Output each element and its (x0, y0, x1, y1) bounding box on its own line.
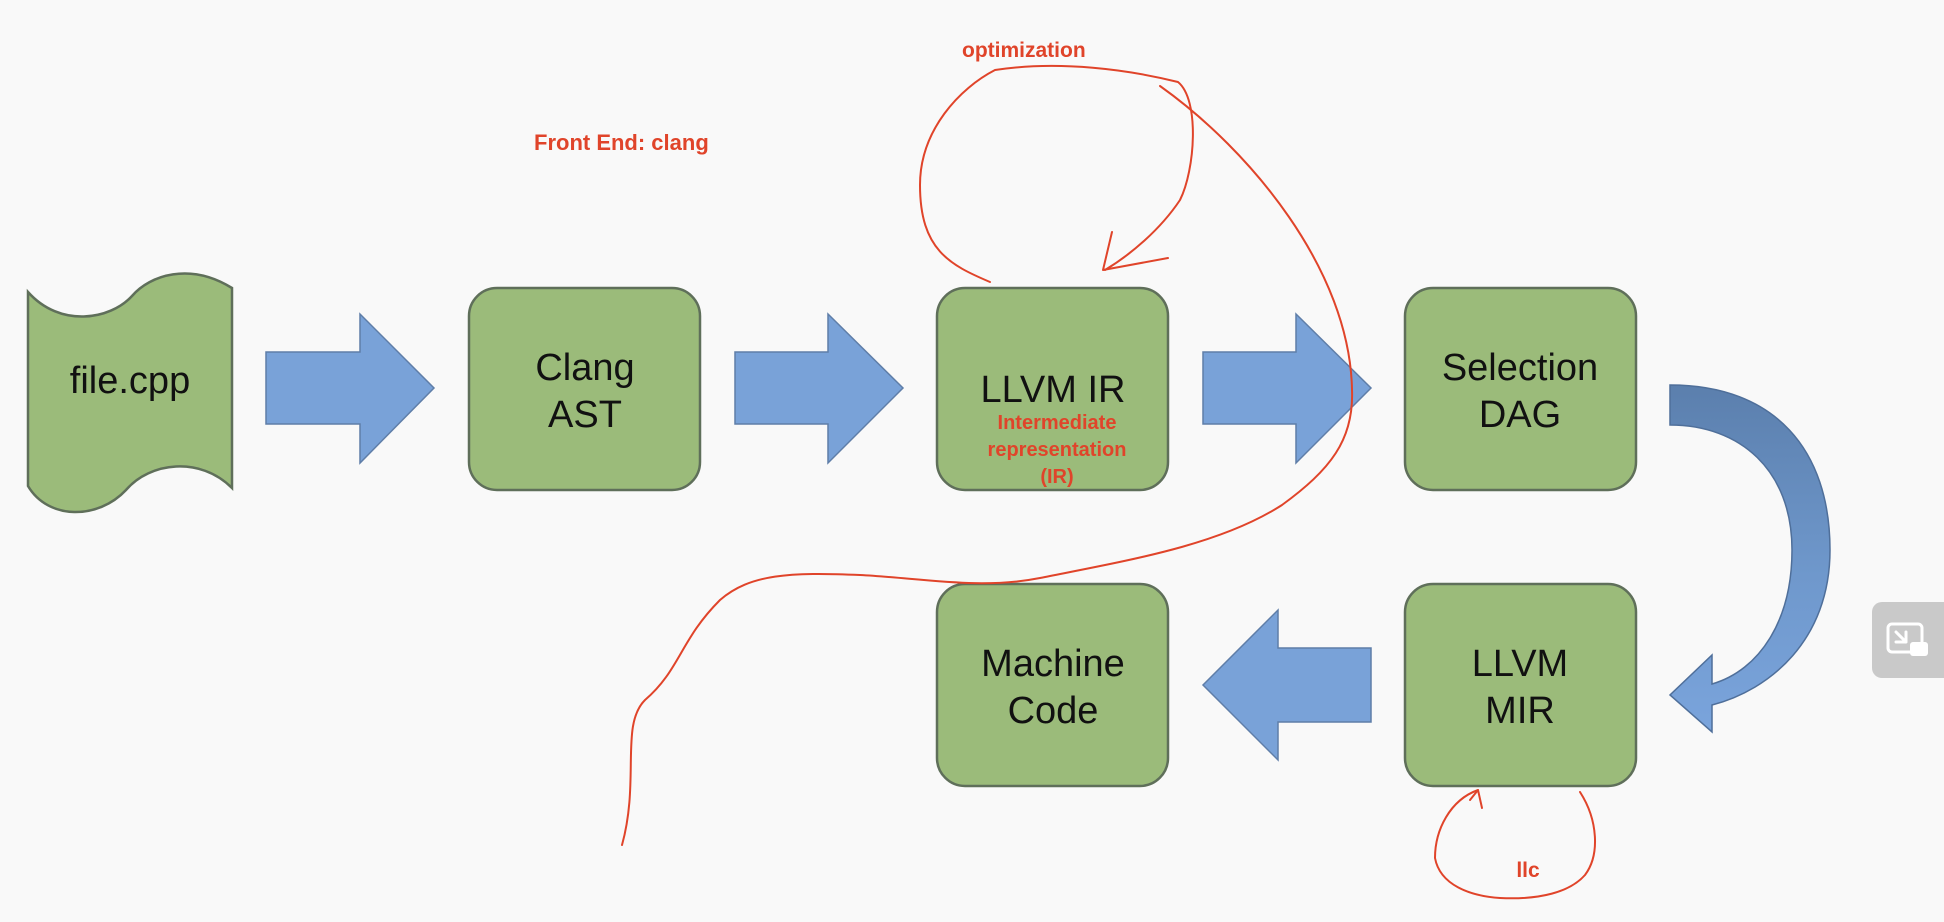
llvm-ir-node: LLVM IR (935, 286, 1170, 492)
selection-dag-node: Selection DAG (1403, 286, 1638, 492)
file-cpp-label: file.cpp (70, 360, 190, 402)
selection-dag-label-line1: Selection (1442, 347, 1598, 389)
llvm-ir-label: LLVM IR (980, 369, 1125, 411)
llvm-mir-node: LLVM MIR (1403, 582, 1638, 788)
clang-ast-node: Clang AST (467, 286, 702, 492)
optimization-loop-stroke (919, 64, 1194, 283)
machine-code-label-line1: Machine (981, 643, 1125, 685)
llc-arrowhead (1469, 789, 1483, 809)
clang-ast-label-line2: AST (548, 394, 622, 436)
machine-code-label-line2: Code (1008, 690, 1099, 732)
clang-ast-label-line1: Clang (535, 347, 634, 389)
machine-code-node: Machine Code (935, 582, 1170, 788)
exit-picture-in-picture-icon (1886, 622, 1928, 656)
arrow-ir-to-dag (1202, 312, 1373, 465)
front-end-label: Front End: clang (534, 130, 709, 155)
optimization-label: optimization (962, 39, 1086, 62)
arrow-mir-to-machine-code (1201, 608, 1372, 762)
selection-dag-label-line2: DAG (1479, 394, 1561, 436)
llc-label: llc (1516, 859, 1540, 882)
optimization-arrowhead (1102, 231, 1169, 271)
ir-note-line2: representation (988, 439, 1127, 461)
arrow-file-to-ast (265, 312, 436, 465)
llvm-mir-label-line2: MIR (1485, 690, 1555, 732)
exit-pip-button[interactable] (1872, 602, 1944, 678)
ir-note-line1: Intermediate (998, 412, 1117, 434)
llc-loop-stroke (1434, 789, 1596, 900)
arrow-ast-to-ir (734, 312, 905, 465)
file-cpp-node: file.cpp (26, 272, 234, 514)
front-end-boundary-stroke (621, 85, 1354, 846)
ir-note-line3: (IR) (1040, 466, 1073, 488)
arrow-dag-to-mir (1668, 384, 1831, 734)
llvm-mir-label-line1: LLVM (1472, 643, 1568, 685)
